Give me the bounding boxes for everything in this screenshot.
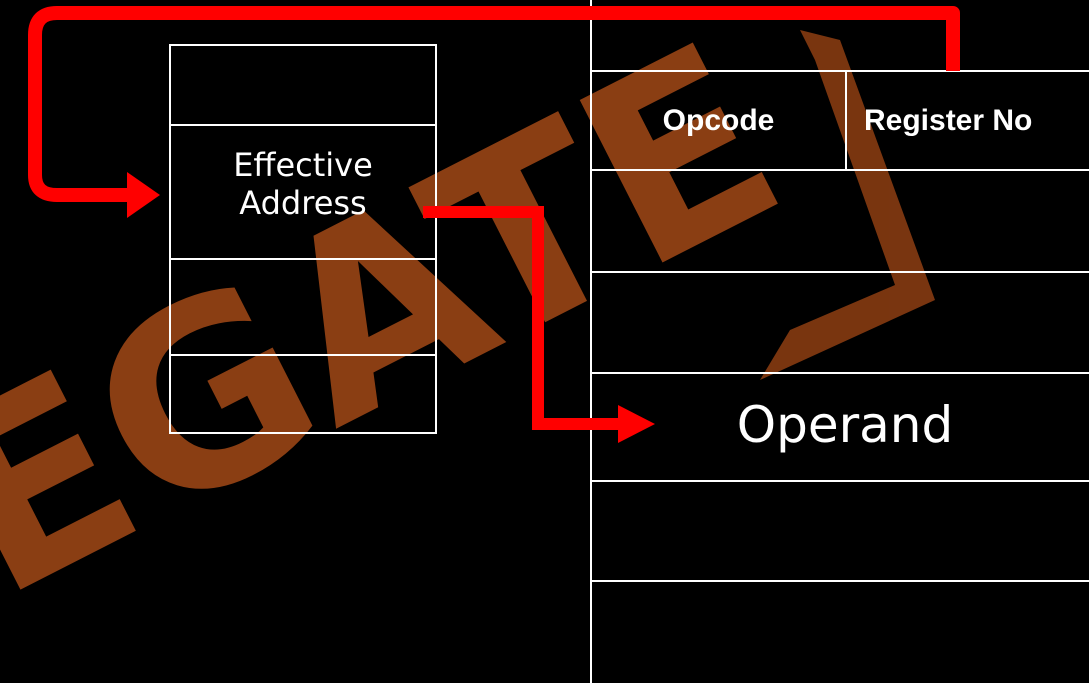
effective-address-label: Effective Address (233, 146, 373, 223)
operand-pointer-arrow (423, 206, 655, 443)
register-no-label: Register No (864, 104, 1033, 137)
register-pointer-path (28, 6, 960, 202)
operand-pointer-path (423, 206, 622, 430)
operand-pointer-arrowhead (618, 405, 655, 443)
watermark-logo: EGATE (0, 0, 935, 653)
register-pointer-arrow (28, 6, 960, 218)
opcode-label: Opcode (662, 104, 775, 137)
watermark-text: EGATE (0, 0, 821, 653)
operand-label: Operand (736, 396, 954, 454)
register-block (169, 44, 437, 434)
register-pointer-arrowhead (127, 172, 160, 218)
watermark-frame (760, 30, 935, 380)
memory-block (590, 0, 1089, 683)
register-block-frame (169, 44, 437, 434)
